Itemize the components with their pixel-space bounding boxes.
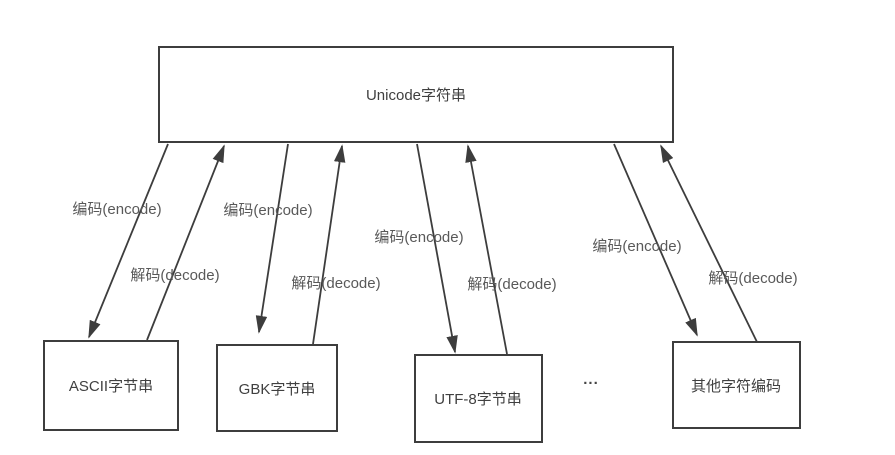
gbk-encode-label: 编码(encode) — [223, 202, 312, 219]
gbk-decode-label: 解码(decode) — [291, 275, 380, 292]
ascii-decode-arrow — [146, 144, 225, 341]
ascii-node — [43, 340, 179, 431]
ascii-encode-arrow — [88, 143, 169, 339]
unicode-string-label: Unicode字符串 — [366, 87, 466, 104]
other-encode-arrow — [613, 143, 698, 337]
gbk-node — [216, 344, 338, 432]
unicode-string-node — [158, 46, 674, 143]
other-encodings-node-label: 其他字符编码 — [691, 378, 781, 395]
utf8-decode-arrow — [465, 144, 508, 355]
ascii-node-label: ASCII字节串 — [69, 378, 153, 395]
other-encodings-node — [672, 341, 801, 429]
utf8-node — [414, 354, 543, 443]
utf8-encode-arrow — [416, 143, 458, 354]
utf8-decode-label: 解码(decode) — [467, 276, 556, 293]
utf8-encode-label: 编码(encode) — [374, 229, 463, 246]
gbk-encode-arrow — [255, 143, 289, 334]
gbk-node-label: GBK字节串 — [239, 381, 316, 398]
gbk-decode-arrow — [312, 144, 346, 345]
other-encode-label: 编码(encode) — [592, 238, 681, 255]
ascii-decode-label: 解码(decode) — [130, 267, 219, 284]
ascii-encode-label: 编码(encode) — [72, 201, 161, 218]
other-decode-arrow — [660, 144, 758, 343]
utf8-node-label: UTF-8字节串 — [434, 391, 522, 408]
other-decode-label: 解码(decode) — [708, 270, 797, 287]
ellipsis-text: ... — [583, 371, 599, 388]
